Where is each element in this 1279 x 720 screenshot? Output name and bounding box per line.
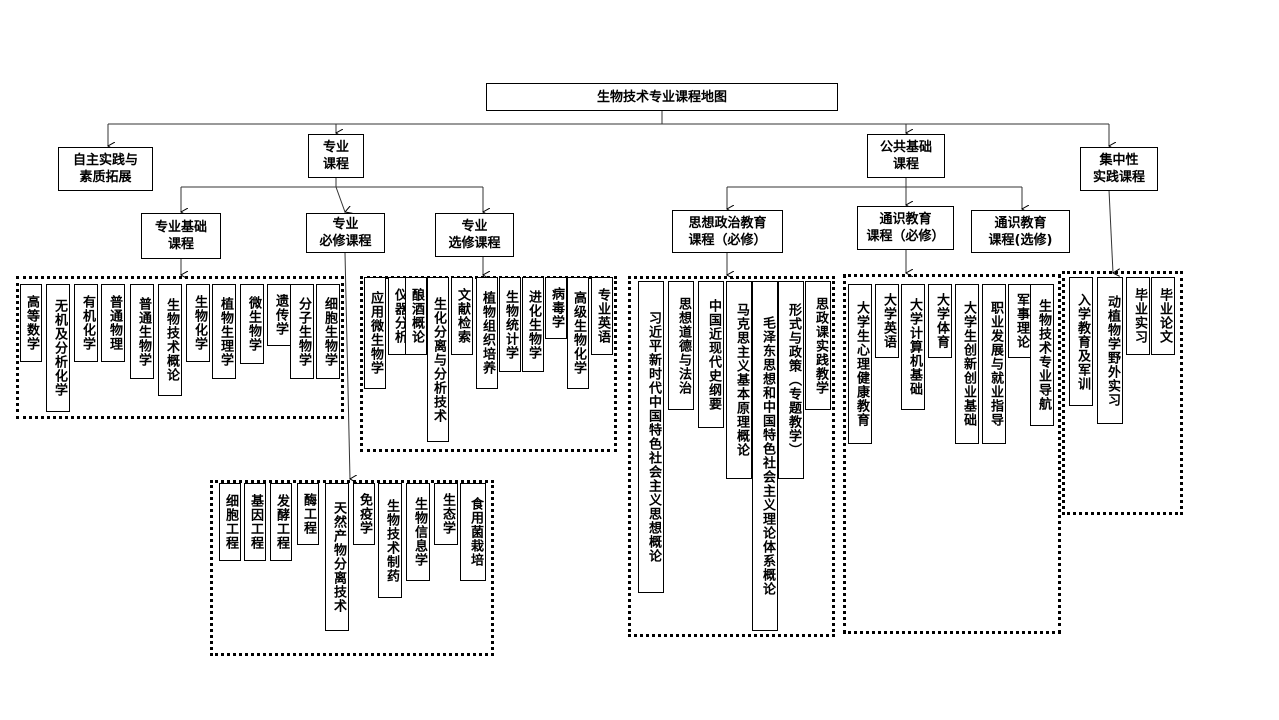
course-box: 毕业论文 [1151, 277, 1175, 355]
group-required-courses [210, 480, 494, 656]
course-box: 生物技术专业导航 [1030, 284, 1054, 426]
course-box: 细胞生物学 [316, 284, 340, 379]
course-box: 细胞工程 [219, 483, 241, 561]
course-box: 高级生物化学 [567, 277, 589, 389]
node-self-practice: 自主实践与 素质拓展 [58, 147, 153, 191]
course-box: 应用微生物学 [364, 277, 386, 389]
node-major-elective: 专业 选修课程 [435, 213, 514, 257]
course-box: 无机及分析化学 [46, 284, 70, 412]
course-box: 生态学 [434, 483, 458, 545]
node-major-required: 专业 必修课程 [306, 213, 385, 253]
course-box: 进化生物学 [522, 277, 544, 372]
diagram-title: 生物技术专业课程地图 [486, 83, 838, 111]
course-box: 高等数学 [20, 284, 42, 362]
node-major-courses: 专业 课程 [308, 134, 364, 178]
course-box: 大学生创新创业基础 [955, 284, 979, 444]
course-box: 普通物理 [101, 284, 125, 362]
course-box: 大学计算机基础 [901, 284, 925, 410]
group-practice-courses [1062, 271, 1183, 515]
course-box: 生物技术制药 [378, 483, 402, 598]
course-box: 食用菌栽培 [460, 483, 486, 581]
node-general-elective: 通识教育 课程(选修) [971, 210, 1070, 253]
course-box: 酿酒概论 [405, 277, 427, 355]
course-box: 大学英语 [875, 284, 899, 358]
course-box: 形式与政策（专题教学） [778, 281, 804, 479]
course-box: 职业发展与就业指导 [982, 284, 1006, 444]
course-box: 微生物学 [240, 284, 264, 364]
course-box: 专业英语 [591, 277, 613, 355]
course-box: 动植物学野外实习 [1097, 277, 1123, 424]
course-box: 中国近现代史纲要 [698, 281, 724, 428]
course-box: 生物信息学 [406, 483, 430, 581]
course-box: 免疫学 [353, 483, 375, 545]
course-box: 毕业实习 [1126, 277, 1150, 355]
course-box: 入学教育及军训 [1069, 277, 1093, 406]
course-box: 有机化学 [74, 284, 98, 362]
course-box: 思政课实践教学 [805, 281, 831, 410]
course-box: 文献检索 [451, 277, 473, 355]
course-box: 普通生物学 [130, 284, 154, 379]
node-public-base: 公共基础 课程 [867, 134, 945, 178]
node-general-required: 通识教育 课程（必修） [857, 206, 954, 250]
course-box: 生物技术概论 [158, 284, 182, 396]
course-box: 发酵工程 [270, 483, 292, 561]
course-box: 酶工程 [297, 483, 319, 545]
group-general-courses [843, 274, 1061, 634]
course-box: 生物化学 [186, 284, 210, 362]
course-box: 植物组织培养 [476, 277, 498, 389]
node-major-foundation: 专业基础 课程 [141, 213, 221, 259]
course-box: 毛泽东思想和中国特色社会主义理论体系概论 [752, 281, 778, 631]
course-box: 军事理论 [1008, 284, 1032, 358]
node-ideology: 思想政治教育 课程（必修） [672, 210, 783, 253]
course-box: 遗传学 [267, 284, 291, 346]
course-box: 大学生心理健康教育 [848, 284, 872, 444]
course-box: 习近平新时代中国特色社会主义思想概论 [638, 281, 664, 593]
group-ideology-courses [628, 276, 835, 637]
course-box: 病毒学 [545, 277, 567, 339]
course-box: 植物生理学 [212, 284, 236, 379]
course-box: 马克思主义基本原理概论 [726, 281, 752, 479]
course-box: 大学体育 [928, 284, 952, 358]
group-foundation-courses [16, 276, 344, 419]
node-concentrated-practice: 集中性 实践课程 [1080, 147, 1158, 191]
course-box: 分子生物学 [290, 284, 314, 379]
course-box: 生化分离与分析技术 [427, 277, 449, 442]
course-box: 基因工程 [244, 483, 266, 561]
course-box: 思想道德与法治 [668, 281, 694, 410]
course-box: 天然产物分离技术 [325, 483, 349, 631]
course-box: 生物统计学 [499, 277, 521, 372]
